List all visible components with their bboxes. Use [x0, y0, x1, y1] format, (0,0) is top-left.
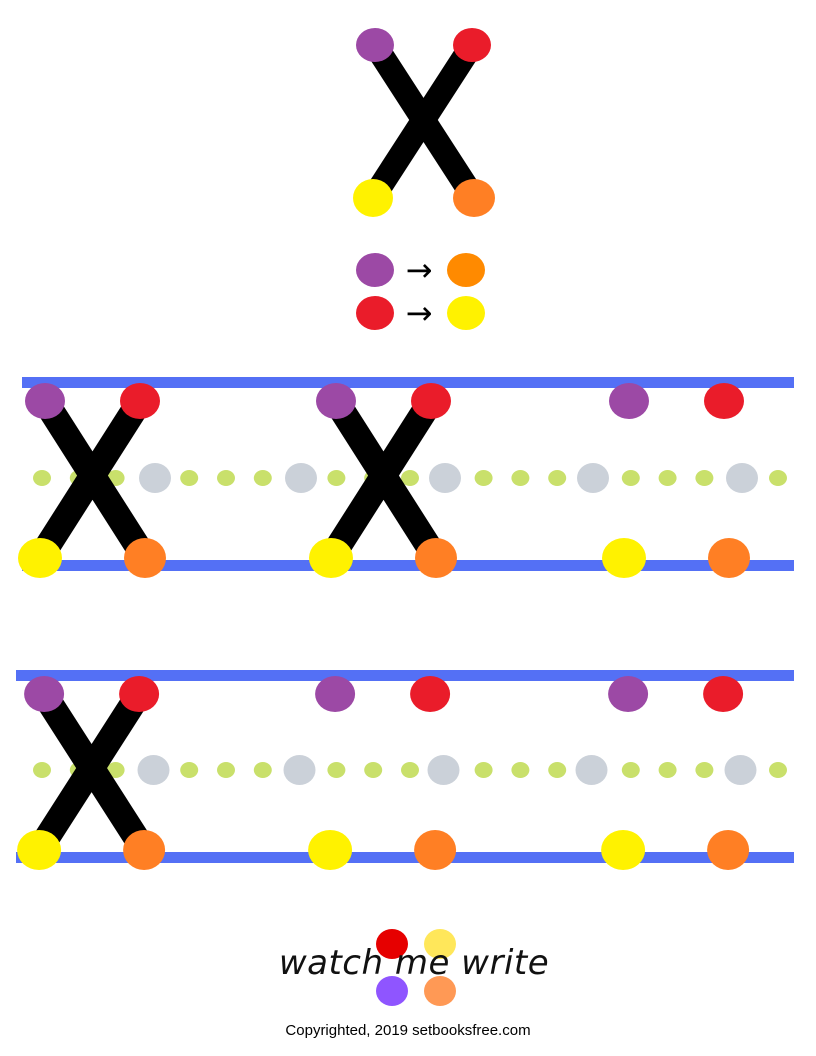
- slot-dot-yellow: [17, 830, 62, 870]
- midline-dot: [253, 762, 272, 778]
- model-x-stroke-2: [362, 38, 483, 205]
- slot-dot-red: [704, 383, 744, 419]
- slot-dot-red: [120, 383, 160, 419]
- midline-dot: [658, 470, 677, 486]
- midline-dot: [217, 470, 235, 486]
- start-dot-red: [453, 28, 491, 62]
- slot-dot-red: [411, 383, 451, 419]
- traced-x-stroke-2: [28, 686, 151, 858]
- guide-dot-gray: [137, 755, 170, 785]
- midline-dot: [548, 762, 567, 778]
- midline-dot: [106, 762, 125, 778]
- midline-dot: [327, 762, 346, 778]
- key-start-dot-red: [356, 296, 394, 330]
- midline-dot: [769, 762, 787, 778]
- guide-dot-gray: [139, 463, 171, 493]
- guide-dot-gray: [726, 463, 758, 493]
- midline-dot: [695, 762, 714, 778]
- slot-dot-red: [410, 676, 451, 712]
- traced-x-stroke-2: [320, 394, 442, 565]
- copyright-text: Copyrighted, 2019 setbooksfree.com: [285, 1022, 531, 1039]
- midline-dot: [33, 762, 51, 778]
- midline-dot: [401, 762, 419, 778]
- top-guide-line: [22, 377, 794, 388]
- slot-dot-orange: [123, 830, 166, 870]
- arrow-right-icon: →: [406, 251, 433, 289]
- midline-dot: [364, 762, 383, 778]
- guide-dot-gray: [724, 755, 757, 785]
- midline-dot: [695, 470, 714, 486]
- slot-dot-orange: [707, 830, 750, 870]
- slot-dot-yellow: [309, 538, 353, 578]
- key-start-dot-purple: [356, 253, 394, 287]
- guide-dot-gray: [283, 755, 316, 785]
- midline-dot: [474, 470, 493, 486]
- bottom-guide-line: [22, 560, 794, 571]
- key-end-dot-orange: [447, 253, 485, 287]
- midline-dot: [327, 470, 346, 486]
- guide-dot-gray: [427, 755, 460, 785]
- slot-dot-yellow: [602, 538, 646, 578]
- logo-dot-yellow: [424, 929, 456, 959]
- midline-dot: [511, 470, 530, 486]
- slot-dot-yellow: [308, 830, 353, 870]
- midline-dot: [658, 762, 677, 778]
- midline-dot: [474, 762, 493, 778]
- midline-dot: [401, 470, 419, 486]
- slot-dot-orange: [415, 538, 457, 578]
- slot-dot-orange: [124, 538, 166, 578]
- midline-dot: [769, 470, 787, 486]
- midline-dot: [548, 470, 567, 486]
- midline-dot: [217, 762, 235, 778]
- guide-dot-gray: [577, 463, 609, 493]
- logo-dot-purple: [376, 976, 408, 1006]
- start-dot-purple: [356, 28, 394, 62]
- end-dot-orange: [453, 179, 495, 217]
- midline-dot: [33, 470, 51, 486]
- midline-dot: [180, 762, 199, 778]
- guide-dot-gray: [429, 463, 461, 493]
- arrow-right-icon: →: [406, 294, 433, 332]
- slot-dot-purple: [315, 676, 356, 712]
- midline-dot: [621, 762, 640, 778]
- top-guide-line: [16, 670, 794, 681]
- midline-dot: [511, 762, 530, 778]
- key-end-dot-yellow: [447, 296, 485, 330]
- slot-dot-red: [119, 676, 160, 712]
- logo-dot-orange: [424, 976, 456, 1006]
- slot-dot-orange: [414, 830, 457, 870]
- end-dot-yellow: [353, 179, 393, 217]
- traced-x-stroke-2: [29, 394, 151, 565]
- slot-dot-orange: [708, 538, 750, 578]
- slot-dot-red: [703, 676, 744, 712]
- slot-dot-purple: [608, 676, 649, 712]
- guide-dot-gray: [575, 755, 608, 785]
- slot-dot-purple: [25, 383, 65, 419]
- bottom-guide-line: [16, 852, 794, 863]
- midline-dot: [621, 470, 640, 486]
- midline-dot: [180, 470, 199, 486]
- logo-watch-me-write: watch me write: [279, 943, 549, 983]
- midline-dot: [253, 470, 272, 486]
- slot-dot-purple: [316, 383, 356, 419]
- slot-dot-purple: [609, 383, 649, 419]
- guide-dot-gray: [285, 463, 317, 493]
- logo-dot-red: [376, 929, 408, 959]
- slot-dot-yellow: [601, 830, 646, 870]
- slot-dot-purple: [24, 676, 65, 712]
- slot-dot-yellow: [18, 538, 62, 578]
